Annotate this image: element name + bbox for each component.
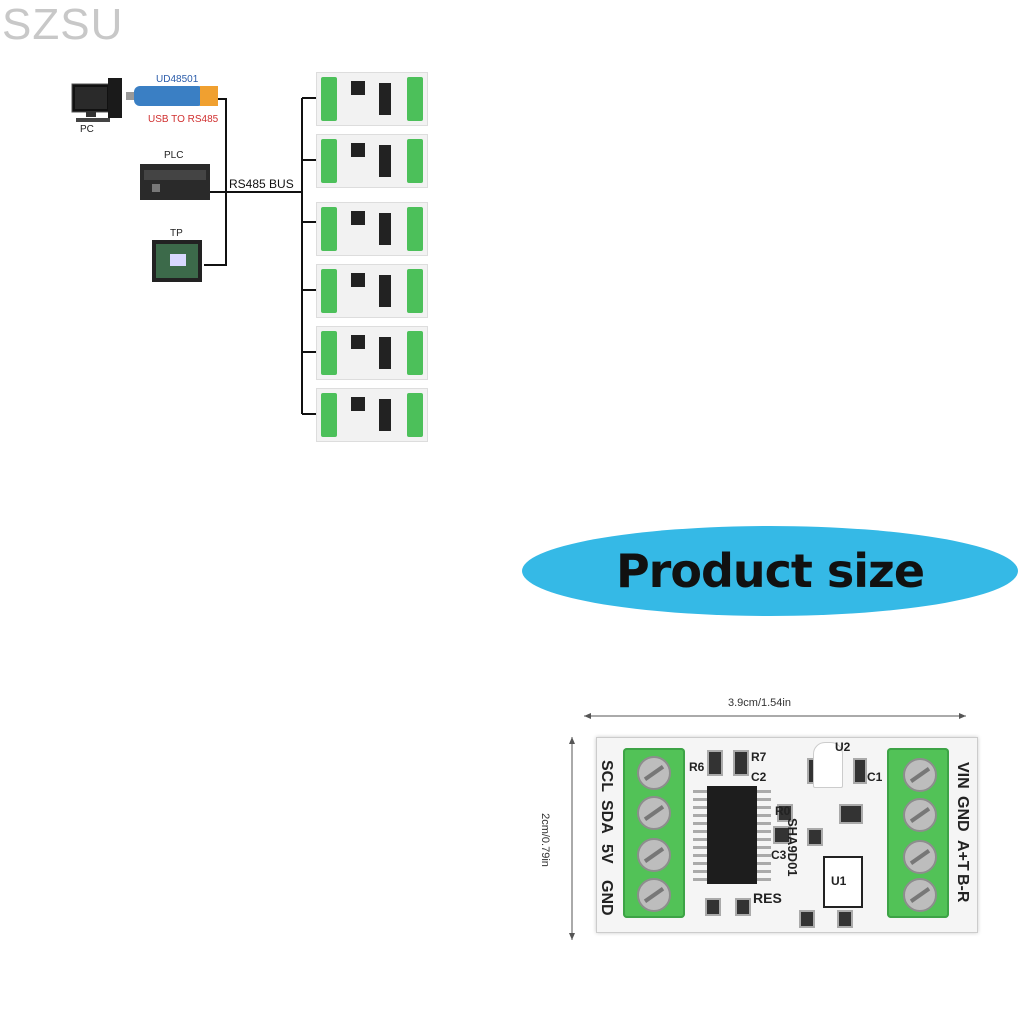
pcb-board: SCL SDA 5V GND VIN GND A+T B-R [596, 737, 978, 933]
pin-label-5v: 5V [598, 844, 615, 864]
smd-part [837, 910, 853, 928]
ic-pins [693, 790, 771, 881]
pin-label-a-plus-t: A+T [954, 840, 971, 871]
diode [839, 804, 863, 824]
topology-diagram [71, 78, 316, 415]
left-terminal-block [623, 748, 685, 918]
bus-label: RS485 BUS [229, 177, 294, 191]
silk-res: RES [753, 890, 782, 906]
pc-icon [71, 78, 122, 122]
product-size-heading: Product size [615, 544, 925, 598]
sensor-u2 [813, 742, 843, 788]
touch-panel-icon [152, 240, 202, 282]
smd-part [735, 898, 751, 916]
resistor-r7 [733, 750, 749, 776]
pin-label-vin: VIN [954, 762, 971, 789]
silk-r0: R0 [775, 804, 791, 818]
module-thumbnail [316, 134, 428, 188]
pin-label-scl: SCL [598, 760, 615, 792]
silk-r7: R7 [751, 750, 767, 764]
right-terminal-block [887, 748, 949, 918]
pin-label-gnd-right: GND [954, 796, 971, 832]
device-label-pc: PC [80, 124, 94, 135]
bus-lines [204, 97, 316, 415]
heading-pill [522, 526, 1018, 616]
silk-u2: U2 [835, 740, 851, 754]
smd-part [773, 826, 791, 844]
module-thumbnail [316, 326, 428, 380]
capacitor-c1 [853, 758, 867, 784]
device-label-plc: PLC [164, 150, 184, 161]
resistor-r6 [707, 750, 723, 776]
smd-part [799, 910, 815, 928]
device-label-tp: TP [170, 228, 183, 239]
pin-label-sda: SDA [598, 800, 615, 834]
pin-label-b-minus-r: B-R [954, 874, 971, 903]
silk-c2: C2 [751, 770, 767, 784]
converter-caption: USB TO RS485 [148, 114, 219, 125]
module-thumbnail [316, 388, 428, 442]
brand-watermark: SZSU [2, 0, 124, 49]
width-dimension-label: 3.9cm/1.54in [728, 697, 791, 709]
usb-converter-icon [126, 86, 218, 106]
silk-model: SHA9D01 [785, 818, 800, 877]
height-dimension-label: 2cm/0.79in [539, 813, 551, 867]
dimension-lines [569, 713, 966, 940]
silk-r6: R6 [689, 760, 705, 774]
converter-model-label: UD48501 [156, 74, 199, 85]
module-thumbnail [316, 264, 428, 318]
plc-icon [140, 164, 210, 200]
capacitor-c3 [807, 828, 823, 846]
led [705, 898, 721, 916]
module-thumbnail [316, 72, 428, 126]
main-ic [707, 786, 757, 884]
silk-u1: U1 [831, 874, 847, 888]
silk-c3: C3 [771, 848, 787, 862]
pin-label-gnd: GND [598, 880, 615, 916]
silk-c1: C1 [867, 770, 883, 784]
module-thumbnail [316, 202, 428, 256]
chip-u1 [823, 856, 863, 908]
resistor-r0 [777, 804, 793, 822]
